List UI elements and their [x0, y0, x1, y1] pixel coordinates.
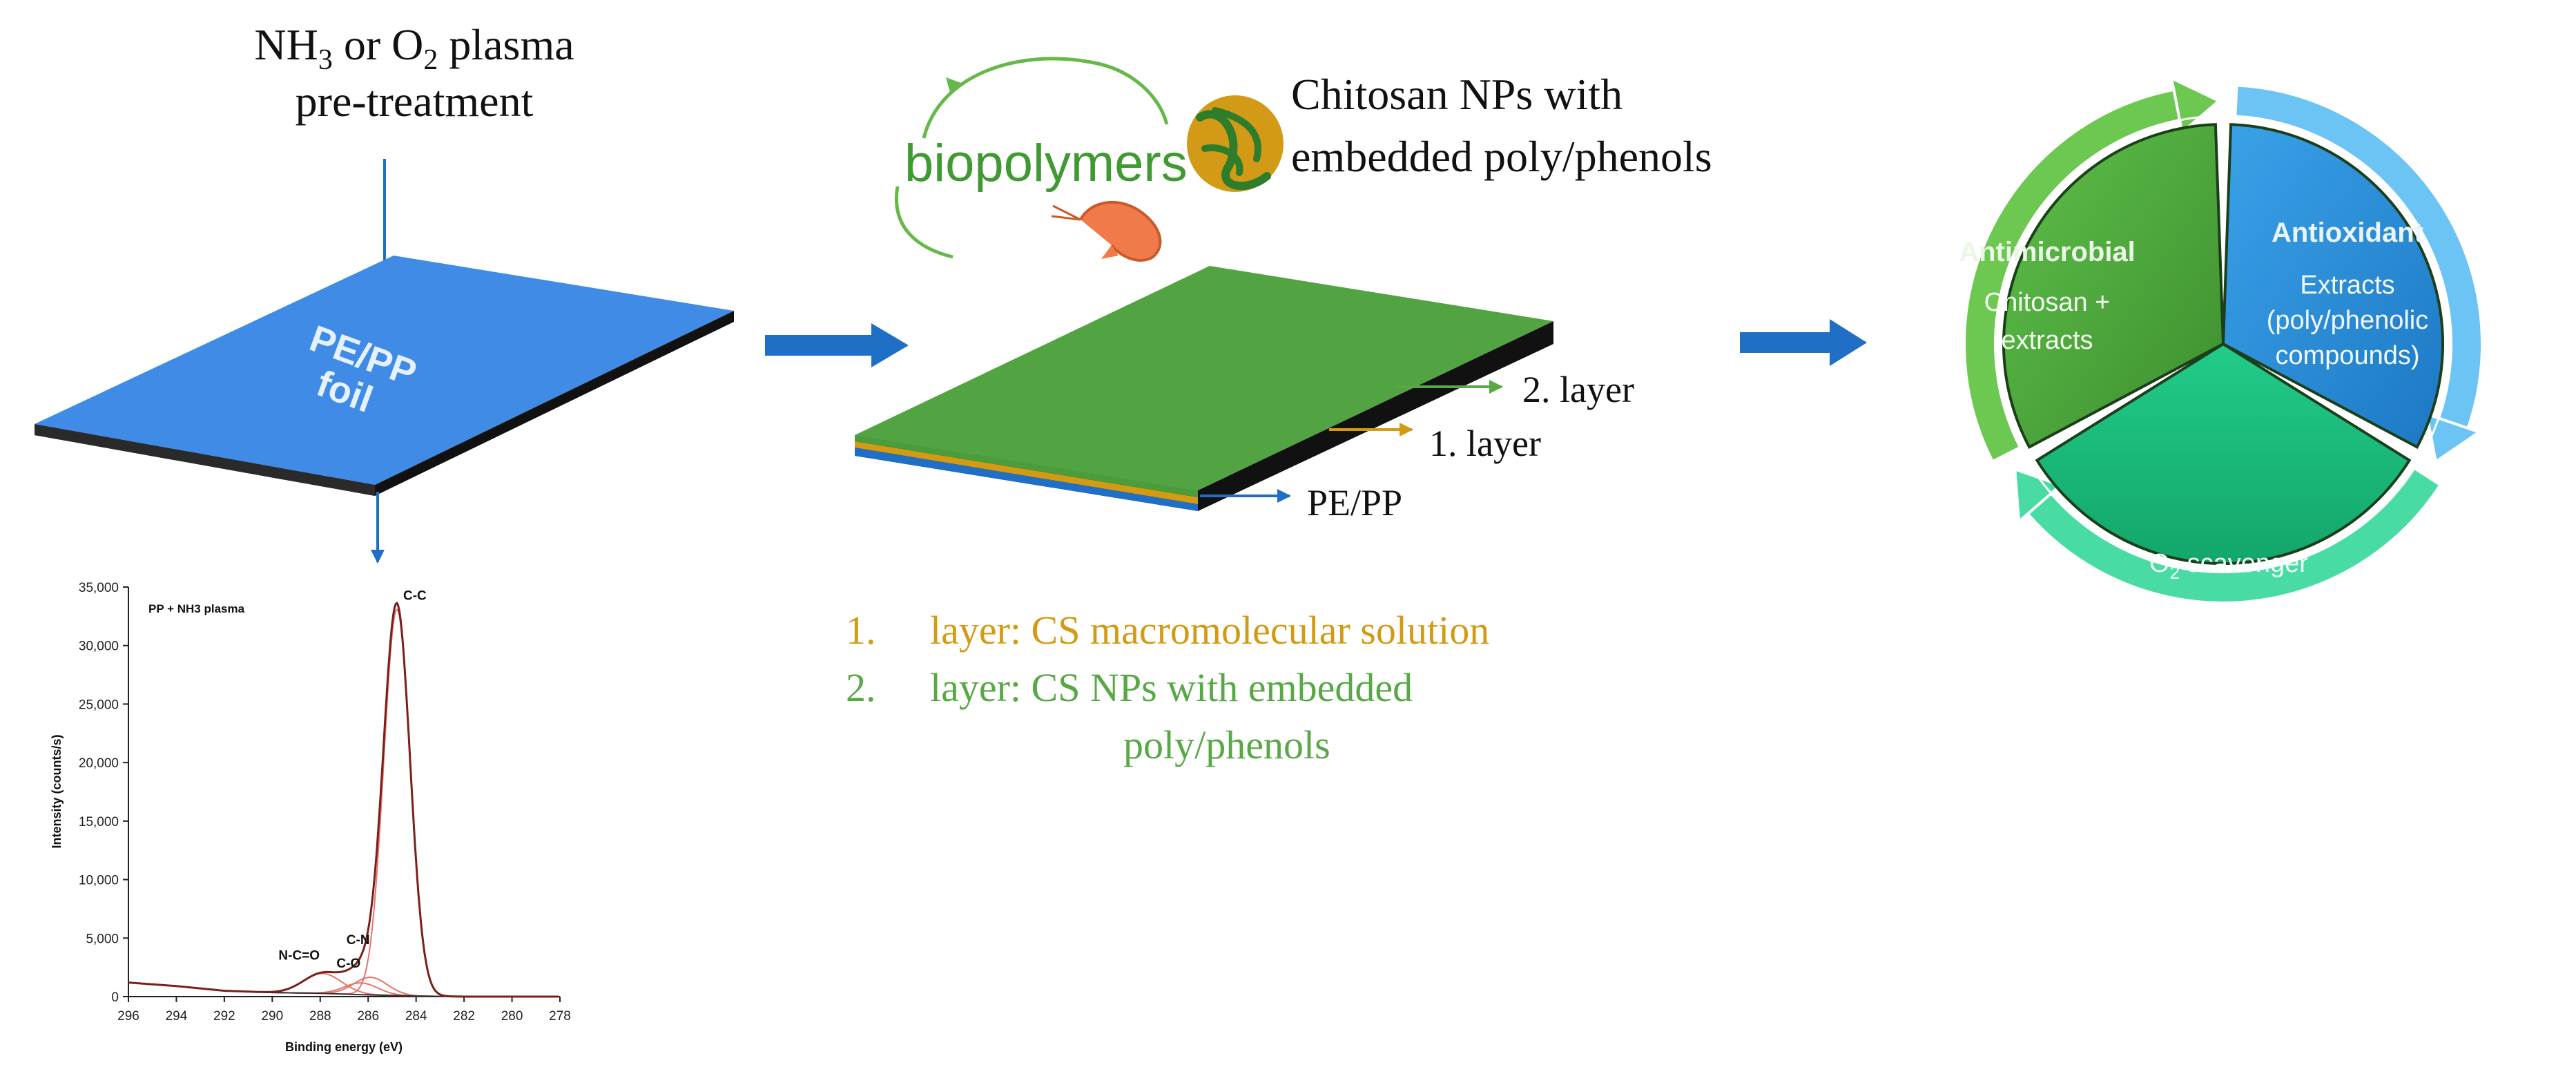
x-tick-label: 288	[309, 1009, 331, 1024]
x-tick-label: 292	[213, 1009, 235, 1024]
antimicrobial-segment	[2002, 123, 2225, 450]
chart-title: PP + NH3 plasma	[148, 602, 245, 615]
antioxidant-line3: compounds)	[2275, 341, 2419, 370]
flow-arrow-1	[765, 323, 909, 367]
chitosan-label-line1: Chitosan NPs with	[1291, 70, 1623, 119]
shrimp-icon	[1051, 201, 1162, 262]
scavenger-segment	[2035, 342, 2412, 566]
y-tick-label: 35,000	[79, 581, 119, 595]
peak-label: N-C=O	[278, 949, 320, 963]
y-tick-label: 10,000	[79, 874, 119, 888]
peak-label: C-N	[347, 933, 370, 948]
x-tick-label: 296	[117, 1009, 139, 1024]
envelope-curve	[128, 601, 559, 998]
base-label: PE/PP	[1307, 482, 1402, 524]
cycle-divider	[1994, 115, 2452, 573]
coated-foil	[855, 266, 1553, 511]
antimicrobial-line1: Chitosan +	[1984, 288, 2111, 317]
x-tick-label: 278	[549, 1009, 571, 1024]
antimicrobial-title: Antimicrobial	[1959, 237, 2136, 267]
peak-cc-curve	[128, 608, 559, 997]
peak-label: C-O	[336, 957, 360, 971]
legend-1-number: 1.	[846, 608, 876, 653]
antioxidant-line2: (poly/phenolic	[2267, 306, 2428, 335]
antimicrobial-line2: extracts	[2001, 326, 2093, 355]
x-tick-label: 284	[405, 1009, 427, 1024]
x-axis-label: Binding energy (eV)	[285, 1040, 403, 1054]
legend-2-number: 2.	[846, 665, 876, 710]
y-tick-label: 15,000	[79, 815, 119, 829]
pe-pp-foil: PE/PP foil	[35, 256, 734, 496]
biopolymers-logo: biopolymers	[895, 57, 1188, 262]
y-tick-label: 5,000	[86, 932, 119, 946]
x-tick-label: 282	[453, 1009, 475, 1024]
chitosan-label-line2: embedded poly/phenols	[1291, 132, 1712, 181]
chitosan-np-icon	[1187, 95, 1284, 192]
peak-nco-curve	[128, 972, 559, 997]
antioxidant-line1: Extracts	[2300, 271, 2394, 300]
y-tick-label: 30,000	[79, 640, 119, 654]
x-tick-label: 294	[166, 1009, 188, 1024]
x-tick-label: 290	[261, 1009, 283, 1024]
pretreatment-subtitle: pre-treatment	[296, 77, 534, 126]
x-tick-label: 286	[357, 1009, 379, 1024]
layer2-label: 2. layer	[1522, 369, 1634, 410]
y-tick-label: 25,000	[79, 698, 119, 712]
peak-label: C-C	[403, 588, 427, 603]
function-cycle	[1963, 75, 2484, 604]
legend-2-continuation: poly/phenols	[1123, 722, 1330, 767]
y-tick-label: 0	[111, 990, 119, 1005]
y-tick-label: 20,000	[79, 756, 119, 771]
antioxidant-title: Antioxidant	[2272, 218, 2423, 248]
layer1-label: 1. layer	[1429, 423, 1541, 464]
flow-arrow-2	[1740, 319, 1867, 366]
scavenger-label: O2 scavenger	[2149, 549, 2308, 583]
pretreatment-title: NH3 or O2 plasma	[254, 20, 574, 76]
x-tick-label: 280	[501, 1009, 523, 1024]
xps-spectrum-chart: 296 294 292 290 288 286 284 282 280 278 0 5,000 10,…	[50, 581, 571, 1054]
y-axis-label: Intensity (counts/s)	[50, 734, 64, 848]
legend-2-text: layer: CS NPs with embedded	[930, 665, 1413, 710]
legend-1-text: layer: CS macromolecular solution	[930, 608, 1489, 653]
logo-text: biopolymers	[904, 134, 1188, 193]
antioxidant-segment	[2221, 123, 2444, 450]
